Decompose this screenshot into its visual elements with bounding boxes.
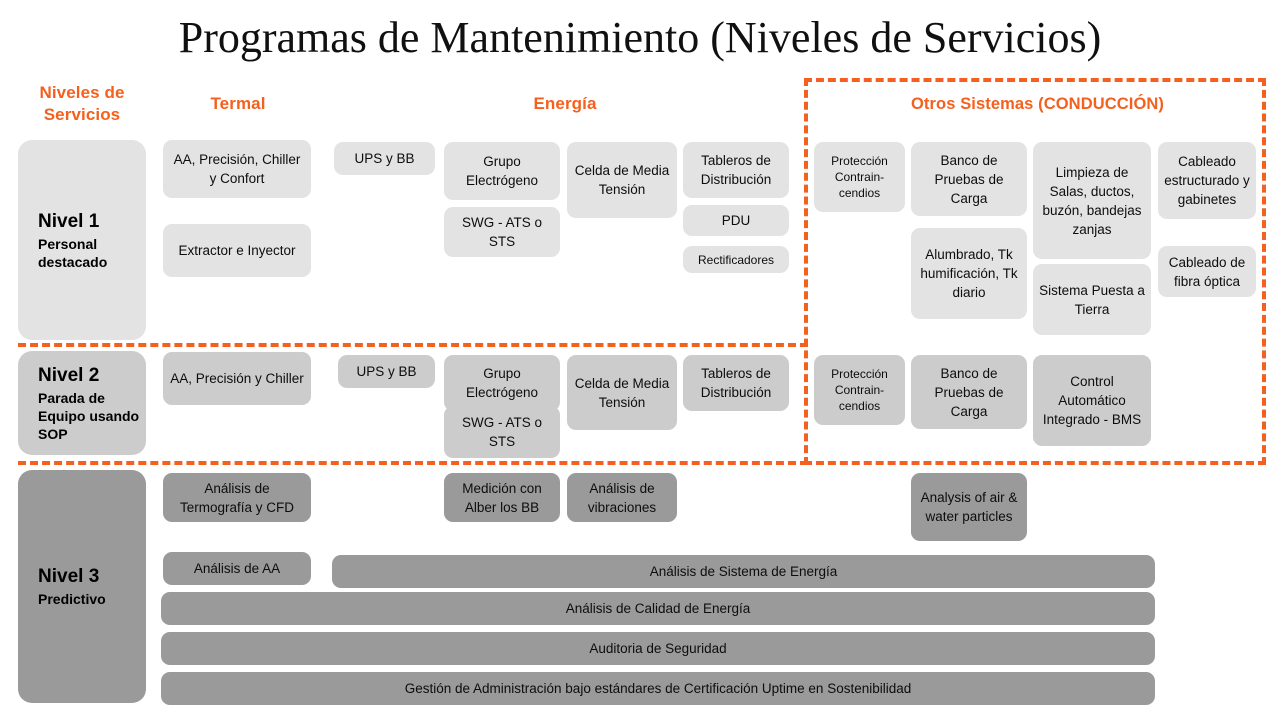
chip-nivel1-energia-1[interactable]: Grupo Electrógeno	[444, 142, 560, 200]
chip-nivel1-energia-3[interactable]: Celda de Media Tensión	[567, 142, 677, 218]
chip-nivel3-item-1[interactable]: Medición con Alber los BB	[444, 473, 560, 522]
level-subtitle: Personal destacado	[38, 235, 108, 270]
column-header-termal: Termal	[210, 94, 266, 113]
level-subtitle: Predictivo	[38, 591, 106, 607]
chip-nivel2-termal-0[interactable]: AA, Precisión y Chiller	[163, 352, 311, 405]
bar-nivel3-0[interactable]: Análisis de Sistema de Energía	[332, 555, 1155, 588]
level-panel-nivel-3[interactable]: Nivel 3 Predictivo	[18, 470, 146, 703]
chip-nivel3-item-4[interactable]: Análisis de AA	[163, 552, 311, 585]
chip-nivel1-otros-3[interactable]: Limpieza de Salas, ductos, buzón, bandej…	[1033, 142, 1151, 259]
chip-nivel3-item-2[interactable]: Análisis de vibraciones	[567, 473, 677, 522]
chip-nivel3-item-3[interactable]: Analysis of air & water particles	[911, 473, 1027, 541]
chip-nivel3-item-0[interactable]: Análisis de Termografía y CFD	[163, 473, 311, 522]
level-panel-nivel-2[interactable]: Nivel 2 Parada de Equipo usando SOP	[18, 351, 146, 455]
chip-nivel1-termal-1[interactable]: Extractor e Inyector	[163, 224, 311, 277]
chip-nivel1-energia-4[interactable]: Tableros de Distribución	[683, 142, 789, 198]
level-subtitle: Parada de Equipo usando SOP	[38, 389, 140, 442]
chip-nivel1-otros-6[interactable]: Cableado de fibra óptica	[1158, 246, 1256, 297]
chip-nivel1-energia-2[interactable]: SWG - ATS o STS	[444, 207, 560, 257]
level-title: Nivel 1	[38, 210, 100, 232]
chip-nivel1-otros-5[interactable]: Cableado estructurado y gabinetes	[1158, 142, 1256, 219]
chip-nivel2-energia-1[interactable]: Grupo Electrógeno	[444, 355, 560, 411]
chip-nivel1-otros-2[interactable]: Alumbrado, Tk humificación, Tk diario	[911, 228, 1027, 319]
level-title: Nivel 3	[38, 566, 100, 587]
chip-nivel2-energia-3[interactable]: Celda de Media Tensión	[567, 355, 677, 430]
chip-nivel2-otros-0[interactable]: Protección Contrain-cendios	[814, 355, 905, 425]
chip-nivel1-otros-1[interactable]: Banco de Pruebas de Carga	[911, 142, 1027, 216]
chip-nivel1-energia-0[interactable]: UPS y BB	[334, 142, 435, 175]
row-divider-nivel1-nivel2	[18, 343, 808, 347]
bar-nivel3-1[interactable]: Análisis de Calidad de Energía	[161, 592, 1155, 625]
page-title: Programas de Mantenimiento (Niveles de S…	[178, 13, 1102, 62]
bar-nivel3-2[interactable]: Auditoria de Seguridad	[161, 632, 1155, 665]
column-header-niveles: Niveles de Servicios	[39, 83, 125, 124]
column-header-energia: Energía	[533, 94, 597, 113]
row-divider-nivel2-nivel3	[18, 461, 808, 465]
chip-nivel2-energia-2[interactable]: SWG - ATS o STS	[444, 406, 560, 458]
chip-nivel2-energia-0[interactable]: UPS y BB	[338, 355, 435, 388]
chip-nivel2-otros-1[interactable]: Banco de Pruebas de Carga	[911, 355, 1027, 429]
bar-nivel3-3[interactable]: Gestión de Administración bajo estándare…	[161, 672, 1155, 705]
chip-nivel1-energia-6[interactable]: Rectificadores	[683, 246, 789, 273]
chip-nivel1-termal-0[interactable]: AA, Precisión, Chiller y Confort	[163, 140, 311, 198]
chip-nivel2-otros-2[interactable]: Control Automático Integrado - BMS	[1033, 355, 1151, 446]
level-panel-nivel-1[interactable]: Nivel 1 Personal destacado	[18, 140, 146, 340]
column-header-otros-sistemas: Otros Sistemas (CONDUCCIÓN)	[911, 95, 1164, 113]
chip-nivel1-otros-0[interactable]: Protección Contrain-cendios	[814, 142, 905, 212]
chip-nivel1-otros-4[interactable]: Sistema Puesta a Tierra	[1033, 264, 1151, 335]
chip-nivel2-energia-4[interactable]: Tableros de Distribución	[683, 355, 789, 411]
level-title: Nivel 2	[38, 364, 100, 386]
chip-nivel1-energia-5[interactable]: PDU	[683, 205, 789, 236]
